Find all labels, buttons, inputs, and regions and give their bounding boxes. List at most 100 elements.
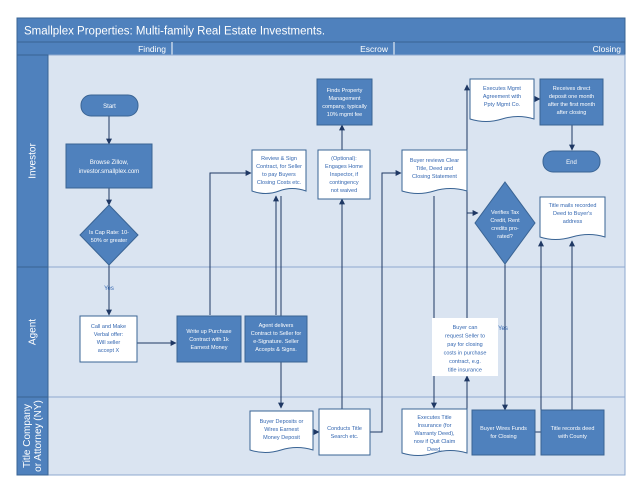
text-line: pay for closing — [447, 342, 482, 348]
title-bar — [16, 17, 626, 43]
lane-label-title: Title Companyor Attorney (NY) — [22, 400, 44, 472]
diagram-title: Smallplex Properties: Multi-family Real … — [24, 26, 325, 38]
text-line: Buyer can — [453, 325, 478, 331]
svg-text:End: End — [566, 160, 577, 166]
node-title-records-deed: Title records deed with County — [540, 409, 605, 456]
text-line: costs in purchase — [444, 351, 487, 357]
text-line: Buyer reviews Clear — [410, 158, 459, 164]
lane-label-agent: Agent — [28, 319, 39, 345]
text-line: after the first month — [548, 102, 595, 108]
text-line: Wires Earnest — [264, 427, 299, 433]
text-line: now if Quit Claim — [414, 439, 456, 445]
text-line: credits pro- — [491, 226, 519, 232]
text-line: Warranty Deed), — [414, 431, 455, 437]
text-line: Title records deed — [551, 426, 595, 432]
text-line: Money Deposit — [263, 435, 300, 441]
text-line: or Attorney (NY) — [33, 400, 44, 472]
text-line: not waived — [331, 188, 357, 194]
phase-finding: Finding — [138, 44, 166, 54]
node-receives-deposit: Receives direct deposit one month after th… — [539, 78, 604, 126]
text-line: Management — [328, 96, 361, 102]
lane-header-title — [16, 396, 49, 476]
text-line: Start — [103, 104, 116, 110]
edge-conducts-buyerreviews — [370, 170, 402, 433]
text-line: rated? — [497, 234, 513, 240]
text-line: company, typically — [322, 104, 367, 110]
text-line: 50% or greater — [91, 238, 128, 244]
text-line: Closing Statement — [412, 174, 457, 180]
text-line: Buyer Wires Funds — [480, 426, 527, 432]
text-line: Contract to Seller for — [251, 331, 302, 337]
text-line: title insurance — [448, 368, 482, 374]
text-line: Receives direct — [553, 86, 591, 92]
edge-writeup-review — [209, 170, 252, 315]
text-line: address — [563, 219, 583, 225]
phase-header-bar — [16, 41, 626, 56]
text-line: Deed. — [427, 447, 442, 453]
text-line: Review & Sign — [261, 156, 297, 162]
text-line: Credit, Rent — [490, 218, 520, 224]
text-line: accept X — [98, 348, 120, 354]
svg-text:Is Cap Rate: 10-50% or greater: Is Cap Rate: 10- 50% or greater — [89, 230, 129, 244]
text-line: Executes Title — [417, 415, 451, 421]
text-line: Verifies Tax — [491, 210, 519, 216]
text-line: Executes Mgmt — [483, 86, 521, 92]
text-line: Deed to Buyer's — [553, 211, 592, 217]
text-line: Investor — [28, 143, 39, 179]
edge-label-yes-agent: Yes — [104, 286, 114, 292]
svg-text:Browse Zillow,investor.smallpl: Browse Zillow,investor.smallplex.com — [79, 160, 139, 175]
text-line: request Seller to — [445, 334, 485, 340]
text-line: with County — [557, 434, 587, 440]
text-line: Contract with 1k — [189, 337, 229, 343]
text-line: Agreement with — [483, 94, 521, 100]
text-line: for Closing — [490, 434, 516, 440]
text-line: deposit one month — [549, 94, 594, 100]
text-line: Agent — [28, 319, 39, 345]
svg-text:Start: Start — [103, 104, 116, 110]
text-line: Title Company — [22, 404, 33, 468]
text-line: Title mails recorded — [549, 203, 597, 209]
lane-header-investor — [16, 54, 49, 268]
text-line: Is Cap Rate: 10- — [89, 230, 129, 236]
text-line: Buyer Deposits or — [260, 419, 304, 425]
text-line: after closing — [557, 110, 587, 116]
text-line: Ppty Mgmt Co. — [484, 102, 521, 108]
text-line: Inspector, if — [330, 172, 359, 178]
text-line: Accepts & Signs. — [255, 347, 297, 353]
text-line: Agent delivers — [259, 323, 294, 329]
text-line: Finds Property — [327, 88, 363, 94]
node-cap-rate-decision: Is Cap Rate: 10- 50% or greater — [79, 204, 139, 266]
text-line: Insurance (for — [418, 423, 452, 429]
text-line: 10% mgmt fee — [327, 112, 362, 118]
text-line: (Optional): — [331, 156, 357, 162]
text-line: investor.smallplex.com — [79, 169, 139, 175]
text-line: contract, e.g. — [449, 359, 481, 365]
